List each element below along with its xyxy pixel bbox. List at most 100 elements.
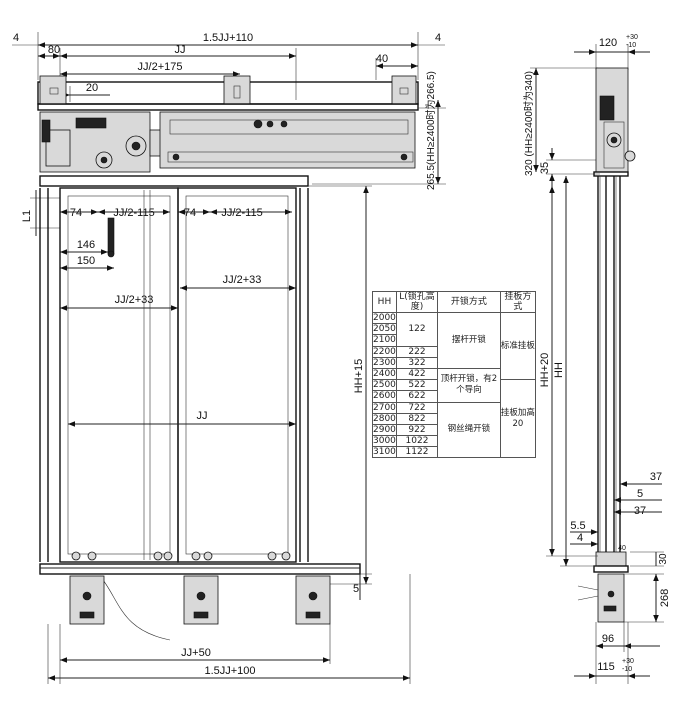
dim-mid-74-label: 74 [184, 207, 196, 219]
side-bottom-tol-plus: +30 [622, 658, 634, 665]
side-320-label: 320 (HH≥2400时为340) [523, 71, 535, 176]
dim-right-40-label: 40 [376, 53, 388, 65]
side-35-label: 35 [539, 162, 551, 174]
side-view: 120 +30 -10 320 (HH≥2400时为340) 35 [523, 34, 671, 684]
dim-twenty-label: 20 [86, 82, 98, 94]
side-4-label: 4 [577, 532, 583, 544]
dim-l1-label: L1 [21, 210, 33, 222]
dim-half-plus-33-left: JJ/2+33 [60, 294, 178, 311]
table-row: 2100 [372, 334, 536, 347]
dim-side-35: 35 [539, 148, 600, 186]
dim-right-40: 40 [375, 53, 418, 80]
dim-hh-plus-15-label: HH+15 [353, 359, 365, 394]
dim-mid-half-label: JJ/2-115 [221, 207, 262, 219]
table-cell-l: 522 [395, 379, 439, 392]
table-header-row: HH L(锁孔高度) 开锁方式 挂板方式 [372, 291, 537, 313]
side-37a-label: 37 [650, 471, 662, 483]
dim-side-top-width: 120 +30 -10 [574, 34, 650, 70]
dim-five-bottom-label: 5 [353, 583, 359, 595]
dim-side-96: 96 [596, 622, 660, 652]
table-cell-l: 122 [395, 312, 439, 347]
dim-jj-plus-50: JJ+50 [60, 647, 330, 663]
dim-side-bottom-width: 115 +30 -10 [574, 622, 650, 684]
dim-side-265-label: 265.5(HH≥2400时为266.5) [425, 71, 437, 190]
dim-side-320: 320 (HH≥2400时为340) [523, 67, 598, 176]
side-40-label: 40 [618, 545, 626, 552]
table-cell-l: 622 [395, 390, 439, 403]
table-row: 2000 122 摆杆开锁 标准挂板 [372, 311, 537, 381]
table-cell-l: 922 [395, 423, 439, 437]
side-hh-plus-20-label: HH+20 [539, 353, 551, 388]
table-header-hh: HH [372, 291, 397, 313]
door-panels [39, 187, 309, 563]
dim-overall-bottom-label: 1.5JJ+100 [204, 665, 255, 677]
table-cell-hang: 挂板加高20 [499, 379, 537, 459]
table-cell-hh: 3000 [372, 435, 397, 448]
dim-side-55-4: 5.5 4 40 [570, 520, 626, 552]
side-top-width-label: 120 [599, 37, 617, 49]
side-sill-bracket: 268 [577, 573, 671, 623]
dim-half-plus-175: JJ/2+175 [60, 61, 240, 77]
table-cell-hh: 2900 [372, 423, 397, 437]
dim-clear-opening-label: JJ [175, 44, 186, 56]
table-cell-l: 222 [395, 345, 439, 358]
table-row: 2300 322 [372, 356, 536, 369]
side-mechanism [593, 67, 636, 177]
side-top-tol-minus: -10 [626, 42, 636, 49]
dim-half-plus-33-right-label: JJ/2+33 [223, 274, 262, 286]
dim-half-plus-33-right: JJ/2+33 [180, 274, 296, 291]
side-bottom-width-label: 115 [597, 661, 615, 673]
table-cell-hang: 标准挂板 [499, 311, 537, 381]
table-cell-hh: 2300 [372, 356, 397, 369]
table-row: 2400 422 顶杆开锁，有2个导向 [372, 367, 536, 403]
side-268-label: 268 [659, 589, 671, 607]
table-cell-l: 1022 [395, 435, 439, 448]
table-cell-hh: 2400 [372, 367, 397, 381]
dim-side-hh: HH+20 HH [539, 176, 598, 567]
table-header-unlock: 开锁方式 [437, 291, 501, 313]
table-row: 3100 1122 [372, 446, 536, 459]
table-header-hang: 挂板方式 [499, 291, 537, 313]
dim-side-small-right: 37 5 37 [614, 471, 662, 517]
dim-jj-inner-label: JJ [197, 410, 208, 422]
front-view: 1.5JJ+110 4 4 80 JJ JJ/2+175 40 [12, 32, 446, 684]
dim-left-half-label: JJ/2-115 [113, 207, 154, 219]
table-cell-l: 322 [395, 356, 439, 369]
dim-half-plus-175-label: JJ/2+175 [138, 61, 183, 73]
table-cell-hh: 2000 [372, 311, 397, 325]
dim-146-label: 146 [77, 239, 95, 251]
table-cell-unlock: 摆杆开锁 [437, 312, 501, 369]
table-cell-hh: 2800 [372, 412, 397, 425]
dim-l1: L1 [21, 190, 60, 236]
dim-overall-top-label: 1.5JJ+110 [203, 32, 253, 44]
dim-side-265: 265.5(HH≥2400时为266.5) [312, 71, 446, 190]
table-cell-hh: 3100 [372, 446, 397, 459]
table-row: 2700 722 钢丝绳开锁 [372, 401, 536, 459]
side-hh-label: HH [553, 362, 565, 378]
side-5a-label: 5 [637, 488, 643, 500]
side-door-panel [593, 176, 629, 573]
dim-half-plus-33-left-label: JJ/2+33 [115, 294, 154, 306]
table-cell-hh: 2100 [372, 334, 397, 347]
dim-overall-top: 1.5JJ+110 4 4 [12, 32, 445, 80]
dim-jj-plus-50-label: JJ+50 [181, 647, 211, 659]
dim-left-74-label: 74 [70, 207, 82, 219]
side-96-label: 96 [602, 633, 614, 645]
dim-jj-inner: JJ [68, 410, 296, 427]
dim-left-offset-label: 4 [13, 32, 19, 44]
side-30-label: 30 [658, 553, 669, 565]
side-55-label: 5.5 [570, 520, 585, 532]
side-37b-label: 37 [634, 505, 646, 517]
table-cell-hh: 2600 [372, 390, 397, 403]
table-cell-hh: 2200 [372, 345, 397, 358]
table-cell-hh: 2700 [372, 401, 397, 414]
dim-row-74: 74 JJ/2-115 74 JJ/2-115 [60, 207, 292, 219]
side-bottom-tol-minus: -10 [622, 666, 632, 673]
dim-right-offset-label: 4 [435, 32, 441, 44]
table-cell-l: 722 [395, 401, 439, 414]
header-assembly [37, 75, 419, 258]
dim-row-jj: 80 JJ [38, 44, 297, 100]
table-cell-hh: 2050 [372, 323, 397, 336]
dim-overall-bottom: 1.5JJ+100 [48, 665, 410, 681]
spec-table: HH L(锁孔高度) 开锁方式 挂板方式 2000 122 摆杆开锁 标准挂板 … [372, 291, 537, 459]
